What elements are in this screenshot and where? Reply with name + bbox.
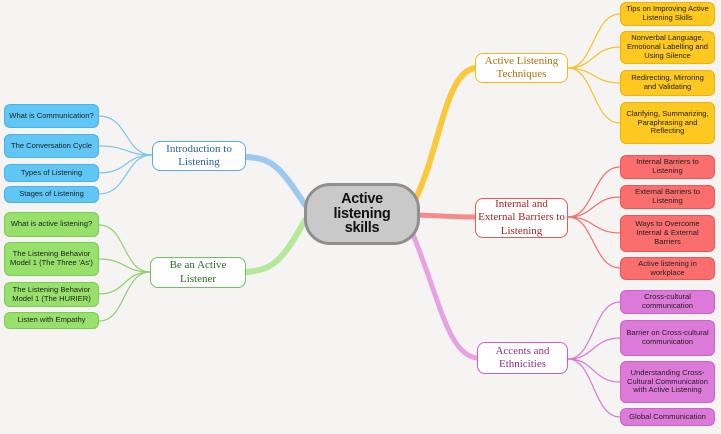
branch-active-listening-techniques[interactable]: Active Listening Techniques [475, 53, 568, 83]
leaf-barrier-cross-cultural[interactable]: Barrier on Cross-cultural communication [620, 320, 715, 356]
connectors-barriers [567, 166, 621, 269]
leaf-understanding-cross-cultural[interactable]: Understanding Cross-Cultural Communicati… [620, 361, 715, 403]
leaf-label: Cross-cultural communication [641, 292, 694, 310]
leaf-label: The Listening Behavior Model 1 (The HURI… [12, 284, 91, 303]
connector-center-active-listener [243, 217, 308, 275]
leaf-conversation-cycle[interactable]: The Conversation Cycle [4, 134, 99, 158]
leaf-ways-to-overcome[interactable]: Ways to Overcome Internal & External Bar… [620, 215, 715, 252]
branch-internal-external-barriers[interactable]: Internal and External Barriers to Listen… [475, 198, 568, 238]
leaf-label: Active listening in workplace [638, 258, 697, 277]
connectors-active-listener [98, 224, 151, 322]
leaf-label: Clarifying, Summarizing, Paraphrasing an… [626, 108, 709, 136]
leaf-listening-behavior-three-as[interactable]: The Listening Behavior Model 1 (The Thre… [4, 242, 99, 276]
center-topic-label: Active listening skills [333, 191, 391, 237]
branch-label: Introduction to Listening [166, 142, 232, 168]
leaf-redirecting-mirroring[interactable]: Redirecting, Mirroring and Validating [620, 70, 715, 96]
leaf-label: Nonverbal Language, Emotional Labelling … [626, 33, 709, 60]
leaf-label: The Conversation Cycle [10, 140, 93, 150]
leaf-internal-barriers[interactable]: Internal Barriers to Listening [620, 155, 715, 179]
leaf-clarifying-summarizing[interactable]: Clarifying, Summarizing, Paraphrasing an… [620, 102, 715, 144]
center-topic[interactable]: Active listening skills [304, 183, 420, 245]
leaf-global-communication[interactable]: Global Communication [620, 408, 715, 426]
leaf-label: Internal Barriers to Listening [636, 157, 699, 175]
leaf-cross-cultural-communication[interactable]: Cross-cultural communication [620, 290, 715, 314]
leaf-label: The Listening Behavior Model 1 (The Thre… [10, 249, 93, 267]
leaf-label: Stages of Listening [19, 189, 84, 199]
branch-accents-and-ethnicities[interactable]: Accents and Ethnicities [477, 342, 568, 374]
connector-center-accents [409, 229, 480, 361]
leaf-types-of-listening[interactable]: Types of Listening [4, 164, 99, 182]
leaf-label: Global Communication [629, 411, 706, 421]
connectors-techniques [567, 13, 621, 124]
leaf-label: What is active listening? [10, 219, 93, 229]
leaf-label: Listen with Empathy [17, 315, 86, 325]
leaf-label: Tips on Improving Active Listening Skill… [626, 4, 709, 22]
branch-label: Internal and External Barriers to Listen… [478, 198, 565, 237]
leaf-tips-improving-skills[interactable]: Tips on Improving Active Listening Skill… [620, 2, 715, 26]
leaf-what-is-communication[interactable]: What is Communication? [4, 104, 99, 128]
connector-center-barriers [415, 212, 478, 220]
connectors-intro [98, 115, 153, 195]
connectors-accents [567, 301, 621, 418]
branch-label: Accents and Ethnicities [495, 344, 550, 370]
leaf-label: Types of Listening [20, 167, 83, 177]
leaf-listening-behavior-hurier[interactable]: The Listening Behavior Model 1 (The HURI… [4, 282, 99, 307]
leaf-label: What is Communication? [9, 110, 94, 120]
leaf-nonverbal-language[interactable]: Nonverbal Language, Emotional Labelling … [620, 31, 715, 64]
leaf-label: Ways to Overcome Internal & External Bar… [635, 219, 700, 246]
branch-be-an-active-listener[interactable]: Be an Active Listener [150, 257, 246, 288]
leaf-stages-of-listening[interactable]: Stages of Listening [4, 186, 99, 203]
leaf-label: Redirecting, Mirroring and Validating [631, 73, 704, 91]
connector-center-intro [243, 154, 308, 208]
branch-label: Active Listening Techniques [484, 54, 559, 80]
leaf-external-barriers[interactable]: External Barriers to Listening [620, 185, 715, 209]
leaf-active-listening-workplace[interactable]: Active listening in workplace [620, 257, 715, 280]
leaf-label: Understanding Cross-Cultural Communicati… [626, 367, 709, 395]
leaf-label: Barrier on Cross-cultural communication [626, 328, 709, 346]
branch-introduction-to-listening[interactable]: Introduction to Listening [152, 141, 246, 171]
branch-label: Be an Active Listener [169, 259, 227, 285]
leaf-label: External Barriers to Listening [635, 187, 700, 205]
leaf-listen-with-empathy[interactable]: Listen with Empathy [4, 312, 99, 329]
leaf-what-is-active-listening[interactable]: What is active listening? [4, 212, 99, 237]
connector-center-techniques [412, 65, 478, 203]
